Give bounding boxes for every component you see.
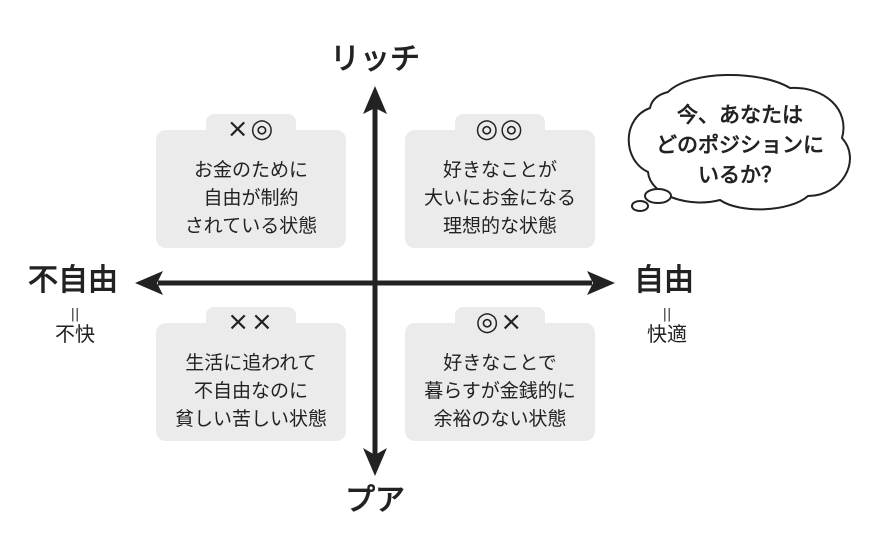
quadrant-line: 生活に追われて: [185, 352, 317, 374]
axis-label-free: 自由: [634, 263, 694, 298]
quadrant-symbol: ×◎: [206, 114, 296, 144]
quadrant-line: 不自由なのに: [193, 380, 308, 402]
quadrant-line: 暮らすが金銭的に: [424, 380, 576, 402]
bubble-line: 今、あなたは: [677, 103, 803, 127]
quadrant-text: お金のために 自由が制約 されている状態: [156, 156, 346, 240]
quadrant-line: 貧しい苦しい状態: [174, 408, 327, 430]
axis-sub-comfortable-label: 快適: [647, 322, 687, 346]
quadrant-line: されている状態: [184, 215, 318, 237]
quadrant-line: 余裕のない状態: [433, 408, 567, 430]
equals-mark: ||: [662, 307, 672, 322]
axis-label-unfree: 不自由: [28, 263, 118, 298]
quadrant-symbol: ××: [206, 307, 296, 337]
quadrant-line: 好きなことが: [442, 159, 557, 181]
quadrant-line: 大いにお金になる: [423, 187, 576, 209]
quadrant-line: 好きなことで: [443, 352, 557, 374]
equals-mark: ||: [70, 307, 80, 322]
quadrant-text: 生活に追われて 不自由なのに 貧しい苦しい状態: [156, 349, 346, 433]
axis-label-rich: リッチ: [330, 42, 420, 77]
axis-sub-comfortable: || 快適: [642, 307, 692, 346]
quadrant-bottom-right: ◎× 好きなことで 暮らすが金銭的に 余裕のない状態: [405, 307, 595, 441]
axis-sub-unpleasant-label: 不快: [55, 322, 95, 346]
quadrant-line: 自由が制約: [203, 187, 299, 209]
quadrant-symbol: ◎◎: [455, 114, 545, 144]
quadrant-symbol: ◎×: [455, 307, 545, 337]
bubble-line: いるか？: [698, 163, 782, 187]
quadrant-bottom-left: ×× 生活に追われて 不自由なのに 貧しい苦しい状態: [156, 307, 346, 441]
bubble-line: どのポジションに: [656, 133, 824, 157]
quadrant-top-left: ×◎ お金のために 自由が制約 されている状態: [156, 114, 346, 248]
quadrant-text: 好きなことで 暮らすが金銭的に 余裕のない状態: [405, 349, 595, 433]
thought-bubble-text: 今、あなたは どのポジションに いるか？: [640, 100, 840, 190]
axis-label-poor: プア: [345, 483, 405, 518]
quadrant-line: 理想的な状態: [442, 215, 557, 237]
axis-sub-unpleasant: || 不快: [50, 307, 100, 346]
thought-bubble: [627, 74, 851, 212]
quadrant-text: 好きなことが 大いにお金になる 理想的な状態: [405, 156, 595, 240]
quadrant-top-right: ◎◎ 好きなことが 大いにお金になる 理想的な状態: [405, 114, 595, 248]
quadrant-line: お金のために: [193, 159, 308, 181]
horizontal-axis-arrow: [135, 271, 615, 295]
